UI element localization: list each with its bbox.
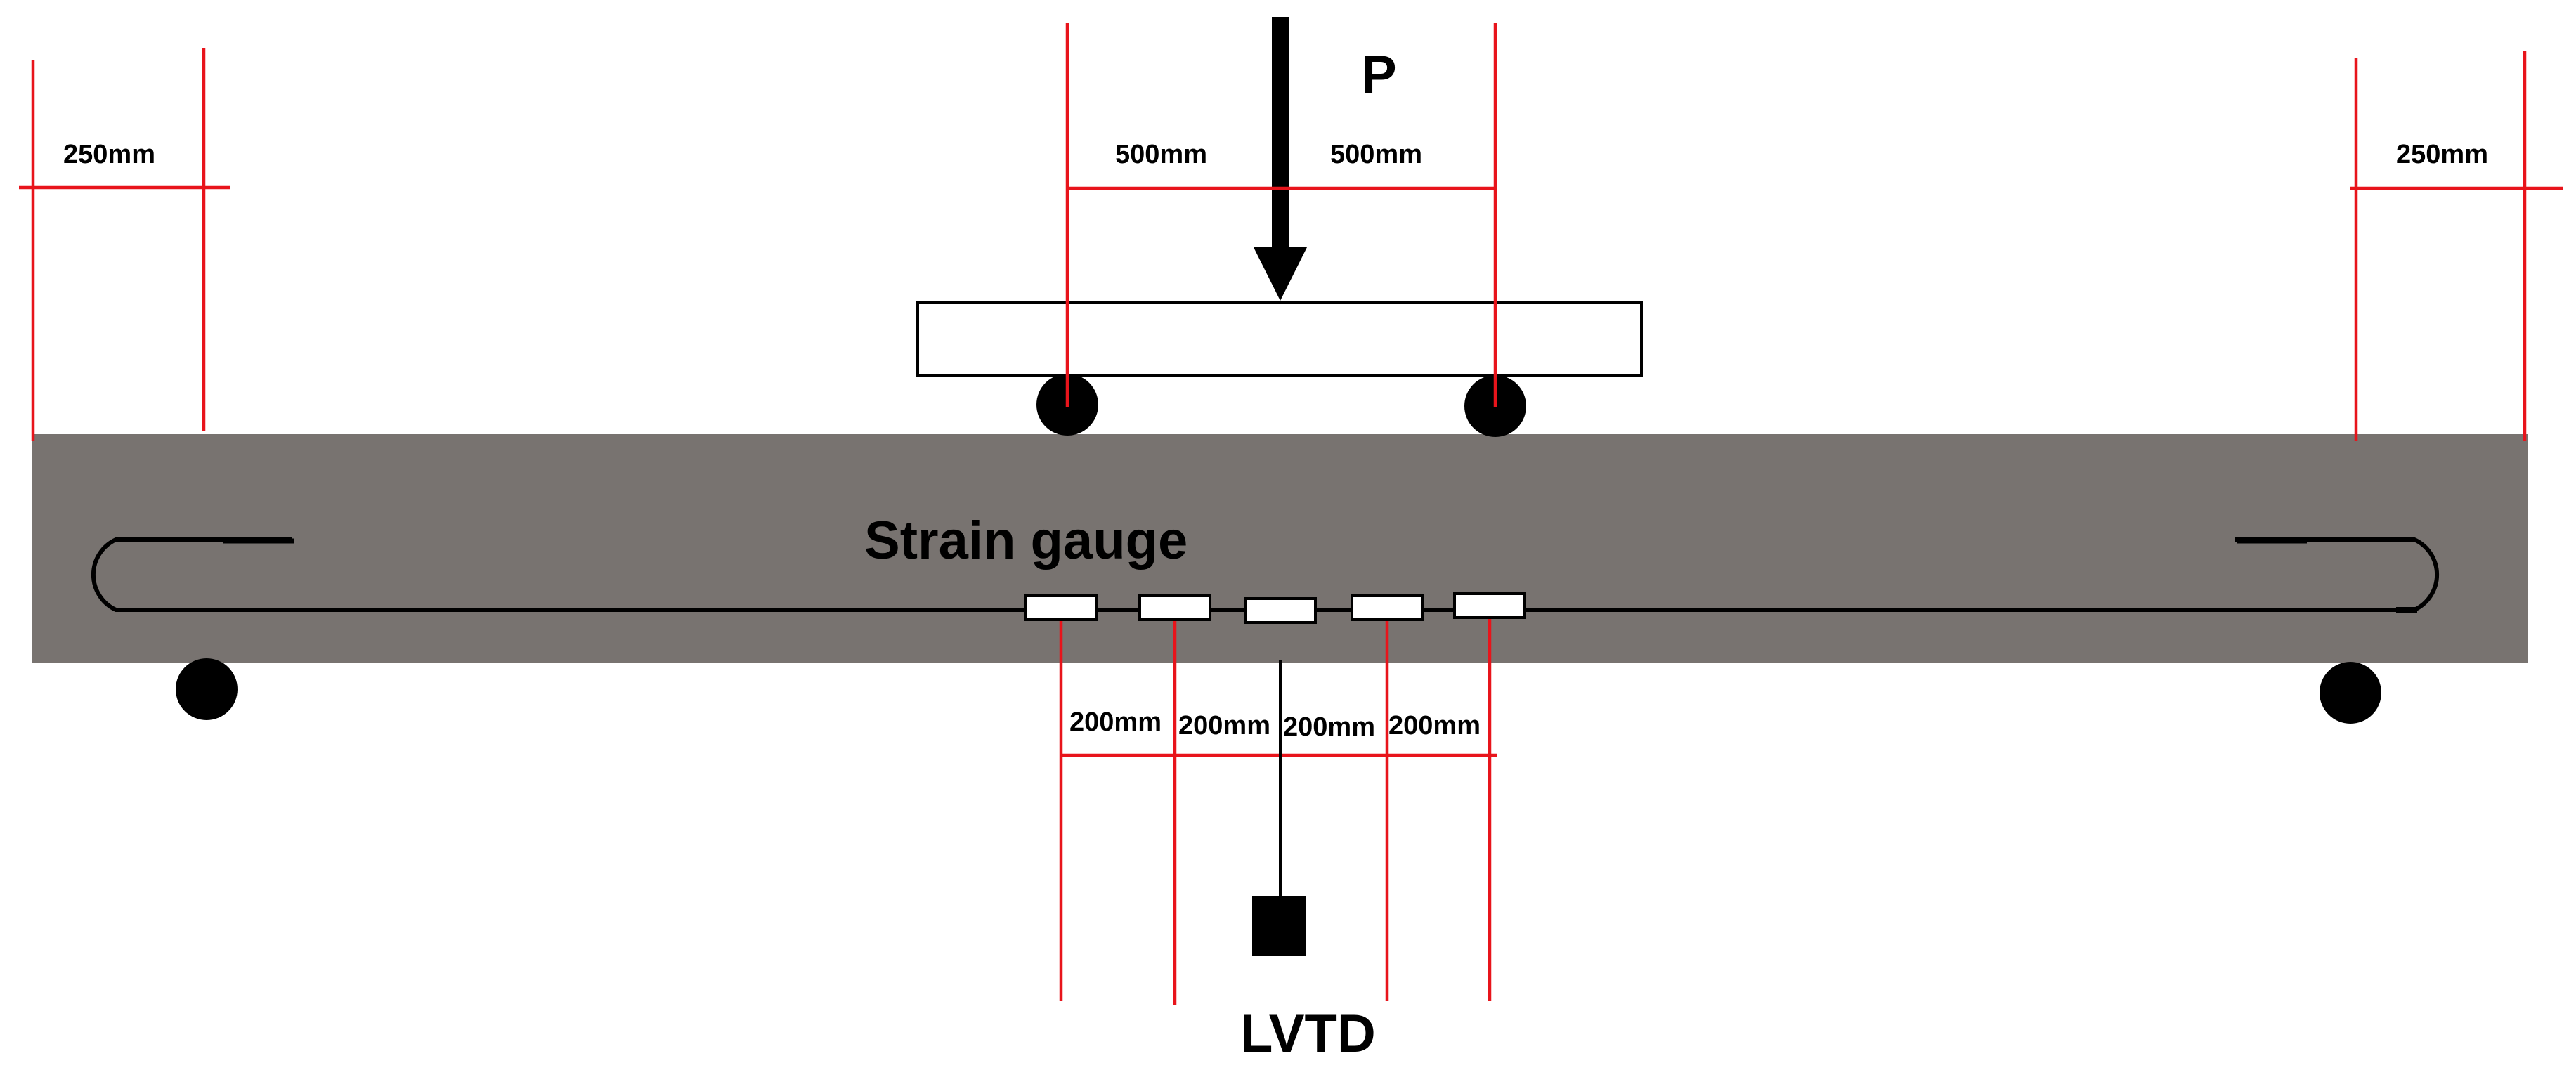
strain-gauge-label: Strain gauge: [864, 511, 1188, 570]
gauge-spacing-label-1: 200mm: [1069, 707, 1162, 737]
load-arrow-shaft: [1272, 17, 1289, 252]
load-left-spacing-label: 500mm: [1115, 140, 1207, 169]
strain-gauge-4: [1351, 594, 1424, 621]
gauge-spacing-label-2: 200mm: [1178, 711, 1270, 740]
right-overhang-label: 250mm: [2396, 140, 2488, 169]
gauge-spacing-label-3: 200mm: [1283, 712, 1375, 742]
concrete-beam: [32, 434, 2528, 663]
load-right-spacing-label: 500mm: [1330, 140, 1422, 169]
support-roller-right: [2320, 662, 2381, 724]
lvdt-sensor: [1252, 896, 1306, 956]
strain-gauge-5: [1453, 592, 1526, 619]
strain-gauge-2: [1138, 594, 1211, 621]
load-arrow-head: [1254, 247, 1307, 301]
left-overhang-label: 250mm: [63, 140, 155, 169]
load-label: P: [1361, 45, 1397, 105]
support-roller-left: [176, 658, 238, 720]
strain-gauge-3: [1244, 597, 1317, 624]
lvdt-label: LVTD: [1240, 1004, 1376, 1064]
gauge-spacing-label-4: 200mm: [1388, 711, 1481, 740]
strain-gauge-1: [1024, 594, 1098, 621]
spreader-beam: [916, 301, 1643, 377]
